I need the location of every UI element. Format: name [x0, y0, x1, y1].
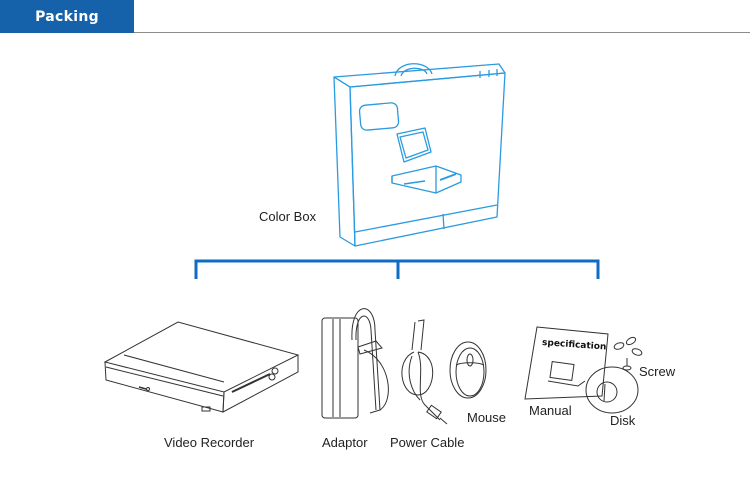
- video-recorder-label: Video Recorder: [164, 435, 255, 450]
- power-adaptor-icon: [321, 308, 389, 419]
- video-recorder-icon: [103, 321, 300, 413]
- section-title: Packing: [35, 8, 99, 25]
- header-divider: [134, 32, 750, 33]
- manual-cover-text: specification: [542, 338, 607, 352]
- section-header: Packing: [0, 0, 134, 33]
- manual-icon: [524, 326, 609, 400]
- bracket-connector: [194, 259, 600, 279]
- disk-label: Disk: [610, 413, 636, 428]
- color-box-label: Color Box: [259, 209, 317, 224]
- mouse-label: Mouse: [467, 410, 507, 425]
- color-box-icon: [333, 63, 506, 247]
- screw-label: Screw: [639, 364, 676, 379]
- disk-icon: [585, 366, 639, 414]
- power-cable-icon: [401, 319, 448, 425]
- mouse-icon: [449, 341, 487, 399]
- manual-label: Manual: [529, 403, 572, 418]
- power-cable-label: Power Cable: [390, 435, 465, 450]
- screw-icon: [613, 336, 643, 371]
- adaptor-label: Adaptor: [322, 435, 368, 450]
